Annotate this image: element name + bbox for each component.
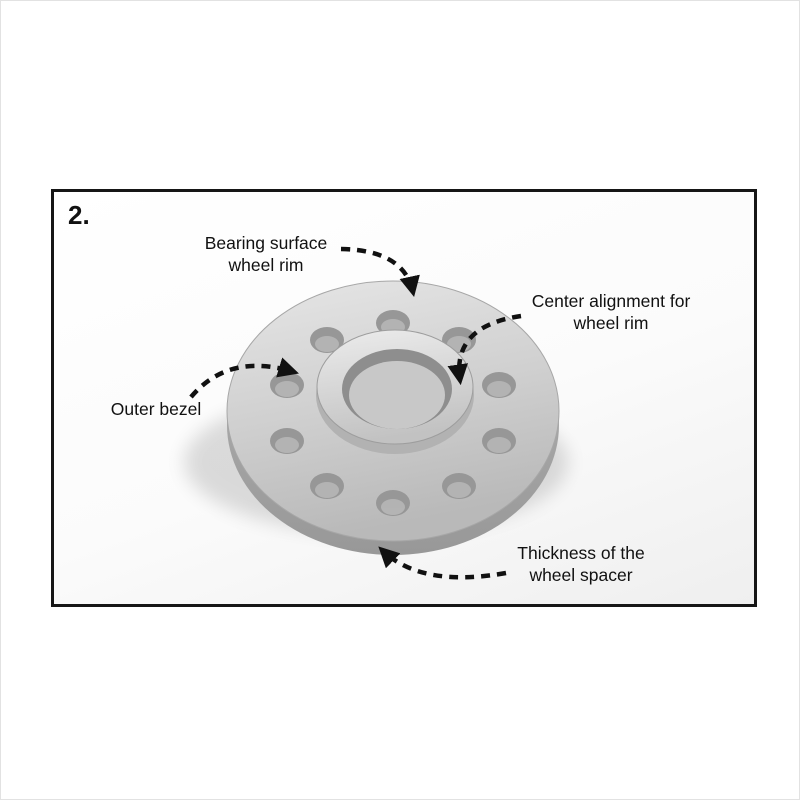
arrow-bearing-surface bbox=[340, 246, 420, 298]
arrow-thickness bbox=[378, 546, 507, 580]
arrow-outer-bezel bbox=[189, 357, 299, 399]
diagram-canvas: 2. Bearing surface wheel rim Center alig… bbox=[54, 192, 754, 604]
callout-arrows bbox=[189, 246, 522, 580]
bolt-hole bbox=[310, 327, 344, 353]
step-number: 2. bbox=[68, 200, 90, 230]
diagram-frame: 2. Bearing surface wheel rim Center alig… bbox=[51, 189, 757, 607]
arrow-center-alignment bbox=[447, 313, 522, 386]
label-thickness: Thickness of the wheel spacer bbox=[517, 543, 645, 586]
bolt-hole bbox=[270, 372, 304, 398]
bolt-hole bbox=[442, 473, 476, 499]
bolt-hole bbox=[482, 428, 516, 454]
bolt-hole bbox=[482, 372, 516, 398]
bolt-hole bbox=[310, 473, 344, 499]
center-bore-inner bbox=[349, 361, 445, 429]
label-center-alignment: Center alignment for wheel rim bbox=[531, 291, 691, 334]
label-outer-bezel: Outer bezel bbox=[110, 399, 202, 419]
bolt-hole bbox=[376, 490, 410, 516]
bolt-holes bbox=[270, 310, 516, 516]
wheel-spacer-illustration bbox=[184, 246, 568, 580]
label-bearing-surface: Bearing surface wheel rim bbox=[204, 233, 328, 276]
bolt-hole bbox=[270, 428, 304, 454]
bolt-hole bbox=[376, 310, 410, 336]
